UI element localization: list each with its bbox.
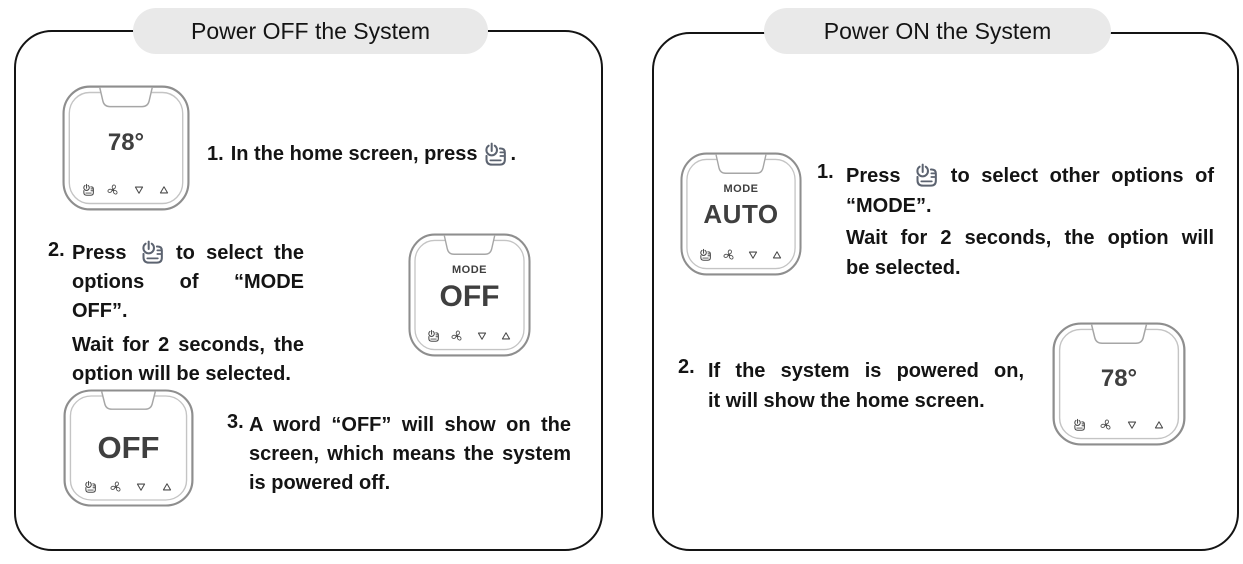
thermostat-temperature: 78° [1100, 364, 1138, 392]
on-step-2-line1: If the system is powered on, [708, 360, 1024, 382]
off-step-2-line1-after: to select the [175, 242, 305, 264]
thermostat-home-screen: 78° [62, 85, 190, 211]
off-step-2-line2: options of “MODE OFF”. [72, 271, 304, 322]
off-step-1-number: 1. [207, 143, 224, 165]
thermostat-off-screen: OFF [63, 389, 194, 507]
off-step-3-line1: A word “OFF” will show on the [249, 414, 571, 436]
power-options-icon [1072, 418, 1086, 432]
thermostat-mode-auto-screen: MODE AUTO [680, 152, 802, 276]
off-step-1-text: In the home screen, press [230, 143, 478, 165]
on-step-1-line4: be selected. [846, 257, 961, 279]
thermostat-buttons [426, 328, 512, 344]
thermostat-mode-label: MODE [723, 183, 759, 196]
off-step-3-line2: screen, which means the system [249, 443, 571, 465]
thermostat-temperature: 78° [107, 128, 145, 156]
power-options-icon [426, 329, 440, 343]
on-step-1-line1-after: to select other options of [950, 165, 1214, 187]
off-step-3-number: 3. [227, 411, 244, 433]
down-arrow-icon [746, 248, 760, 262]
on-step-2-text: If the system is powered on, it will sho… [708, 356, 1024, 416]
on-step-1-text: Press to select other options of “MODE”.… [846, 161, 1214, 283]
off-step-2: 2. Press to select the options of “MODE … [48, 239, 304, 389]
power-off-panel-title: Power OFF the System [133, 8, 488, 54]
power-options-icon [698, 248, 712, 262]
off-step-1: 1. In the home screen, press . [207, 141, 516, 168]
off-step-2-number: 2. [48, 239, 65, 261]
on-step-1-line3: Wait for 2 seconds, the option will [846, 227, 1214, 249]
thermostat-buttons [1072, 417, 1166, 433]
off-step-1-period: . [510, 143, 517, 165]
thermostat-mode-label: MODE [452, 264, 487, 277]
fan-icon [1099, 418, 1113, 432]
on-step-1-line1: Press to select other options of [846, 161, 1214, 191]
power-on-panel-title: Power ON the System [764, 8, 1111, 54]
off-step-2-line4: option will be selected. [72, 363, 291, 385]
up-arrow-icon [499, 329, 513, 343]
off-step-2-line1-before: Press [72, 242, 127, 264]
up-arrow-icon [1152, 418, 1166, 432]
power-options-icon [81, 183, 95, 197]
on-step-2-line2: it will show the home screen. [708, 390, 985, 412]
on-step-2: 2. If the system is powered on, it will … [678, 356, 1024, 416]
fan-icon [106, 183, 120, 197]
down-arrow-icon [1125, 418, 1139, 432]
thermostat-buttons [81, 182, 171, 198]
thermostat-mode-off-screen: MODE OFF [408, 233, 531, 357]
up-arrow-icon [770, 248, 784, 262]
on-step-1-line1-before: Press [846, 165, 901, 187]
power-options-icon [83, 480, 97, 494]
fan-icon [450, 329, 464, 343]
power-options-icon [912, 162, 939, 189]
thermostat-mode-value: OFF [439, 280, 500, 314]
off-step-3-line3: is powered off. [249, 472, 391, 494]
up-arrow-icon [160, 480, 174, 494]
up-arrow-icon [157, 183, 171, 197]
on-step-1-number: 1. [817, 161, 834, 183]
off-step-3-text: A word “OFF” will show on the screen, wh… [249, 411, 571, 498]
off-step-2-line3: Wait for 2 seconds, the [72, 334, 304, 356]
off-step-3: 3. A word “OFF” will show on the screen,… [227, 411, 571, 498]
thermostat-buttons [698, 247, 783, 263]
power-options-icon [481, 141, 508, 168]
thermostat-off-value: OFF [97, 429, 160, 465]
on-step-2-number: 2. [678, 356, 695, 378]
fan-icon [722, 248, 736, 262]
on-step-1-line2: “MODE”. [846, 195, 932, 217]
down-arrow-icon [132, 183, 146, 197]
power-options-icon [138, 239, 165, 266]
fan-icon [109, 480, 123, 494]
down-arrow-icon [134, 480, 148, 494]
thermostat-buttons [83, 479, 175, 495]
thermostat-mode-value: AUTO [703, 199, 779, 230]
thermostat-home-screen: 78° [1052, 322, 1186, 446]
on-step-1: 1. Press to select other options of “MOD… [817, 161, 1214, 283]
off-step-2-text: Press to select the options of “MODE OFF… [72, 239, 304, 389]
off-step-2-line1: Press to select the [72, 239, 304, 268]
down-arrow-icon [475, 329, 489, 343]
power-on-panel [652, 32, 1239, 551]
